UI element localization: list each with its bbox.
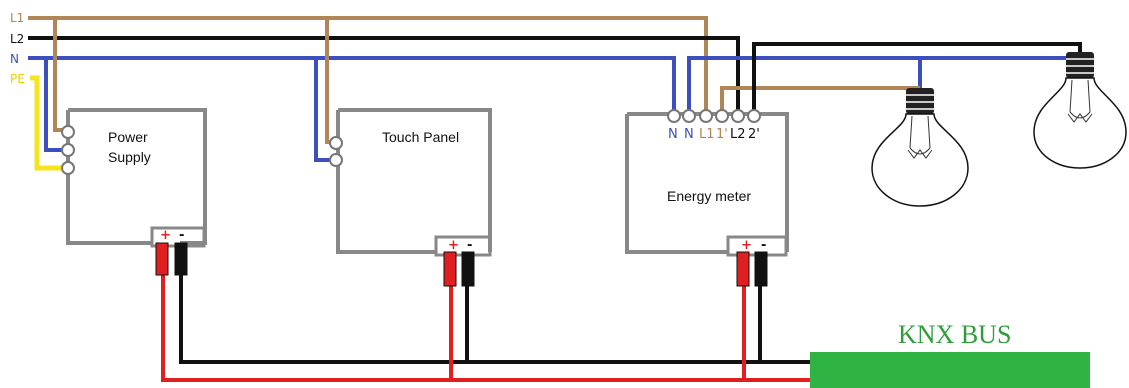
- touch-panel: Touch Panel + -: [329, 108, 492, 257]
- n-wire: [28, 56, 676, 112]
- energy-meter-label: Energy meter: [667, 188, 751, 204]
- terminal-label: N: [668, 127, 678, 142]
- terminal-icon: [329, 136, 343, 150]
- knx-bus-label: KNX BUS: [898, 320, 1011, 349]
- ps-pe-drop: [30, 75, 68, 171]
- terminal-label: 1': [716, 127, 728, 142]
- power-supply-label-1: Power: [108, 129, 148, 145]
- minus-label: -: [179, 228, 184, 243]
- line-label-l2: L2: [10, 32, 24, 46]
- terminal-label: L2: [730, 127, 746, 142]
- minus-label: -: [467, 238, 472, 253]
- light-bulb-icon: [871, 88, 969, 207]
- terminal-icon: [731, 109, 745, 123]
- bus-plus-wire: [161, 250, 810, 382]
- terminal-icon: [61, 143, 75, 157]
- em-n2-wire: [687, 56, 922, 112]
- connector-plugs: [155, 242, 768, 287]
- ps-n-drop: [44, 58, 68, 152]
- knx-bus-bar: [810, 352, 1090, 388]
- energy-meter: N N L1 1' L2 2' Energy meter + -: [625, 109, 789, 257]
- light-bulb-icon: [1033, 52, 1127, 169]
- terminal-label: 2': [748, 127, 760, 142]
- bus-minus-wire: [179, 250, 810, 364]
- terminal-icon: [715, 109, 729, 123]
- plus-label: +: [741, 238, 752, 253]
- power-supply: Power Supply + -: [61, 108, 207, 248]
- terminal-icon: [61, 125, 75, 139]
- terminal-label: N: [684, 127, 694, 142]
- terminal-label: L1: [699, 127, 715, 142]
- power-supply-label-2: Supply: [108, 149, 151, 165]
- main-lines: [28, 16, 740, 112]
- line-label-n: N: [10, 52, 19, 66]
- minus-label: -: [761, 238, 766, 253]
- terminal-icon: [682, 109, 696, 123]
- plus-label: +: [160, 228, 171, 243]
- plus-label: +: [448, 238, 459, 253]
- l1-wire: [28, 16, 708, 112]
- touch-panel-label: Touch Panel: [382, 129, 459, 145]
- terminal-icon: [699, 109, 713, 123]
- terminal-icon: [61, 161, 75, 175]
- line-label-pe: PE: [10, 72, 25, 86]
- terminal-icon: [747, 109, 761, 123]
- line-label-l1: L1: [10, 11, 24, 25]
- l2-wire: [28, 36, 740, 112]
- terminal-icon: [329, 153, 343, 167]
- terminal-icon: [667, 109, 681, 123]
- em-2p-wire: [752, 42, 1082, 112]
- em-1p-wire: [720, 86, 920, 112]
